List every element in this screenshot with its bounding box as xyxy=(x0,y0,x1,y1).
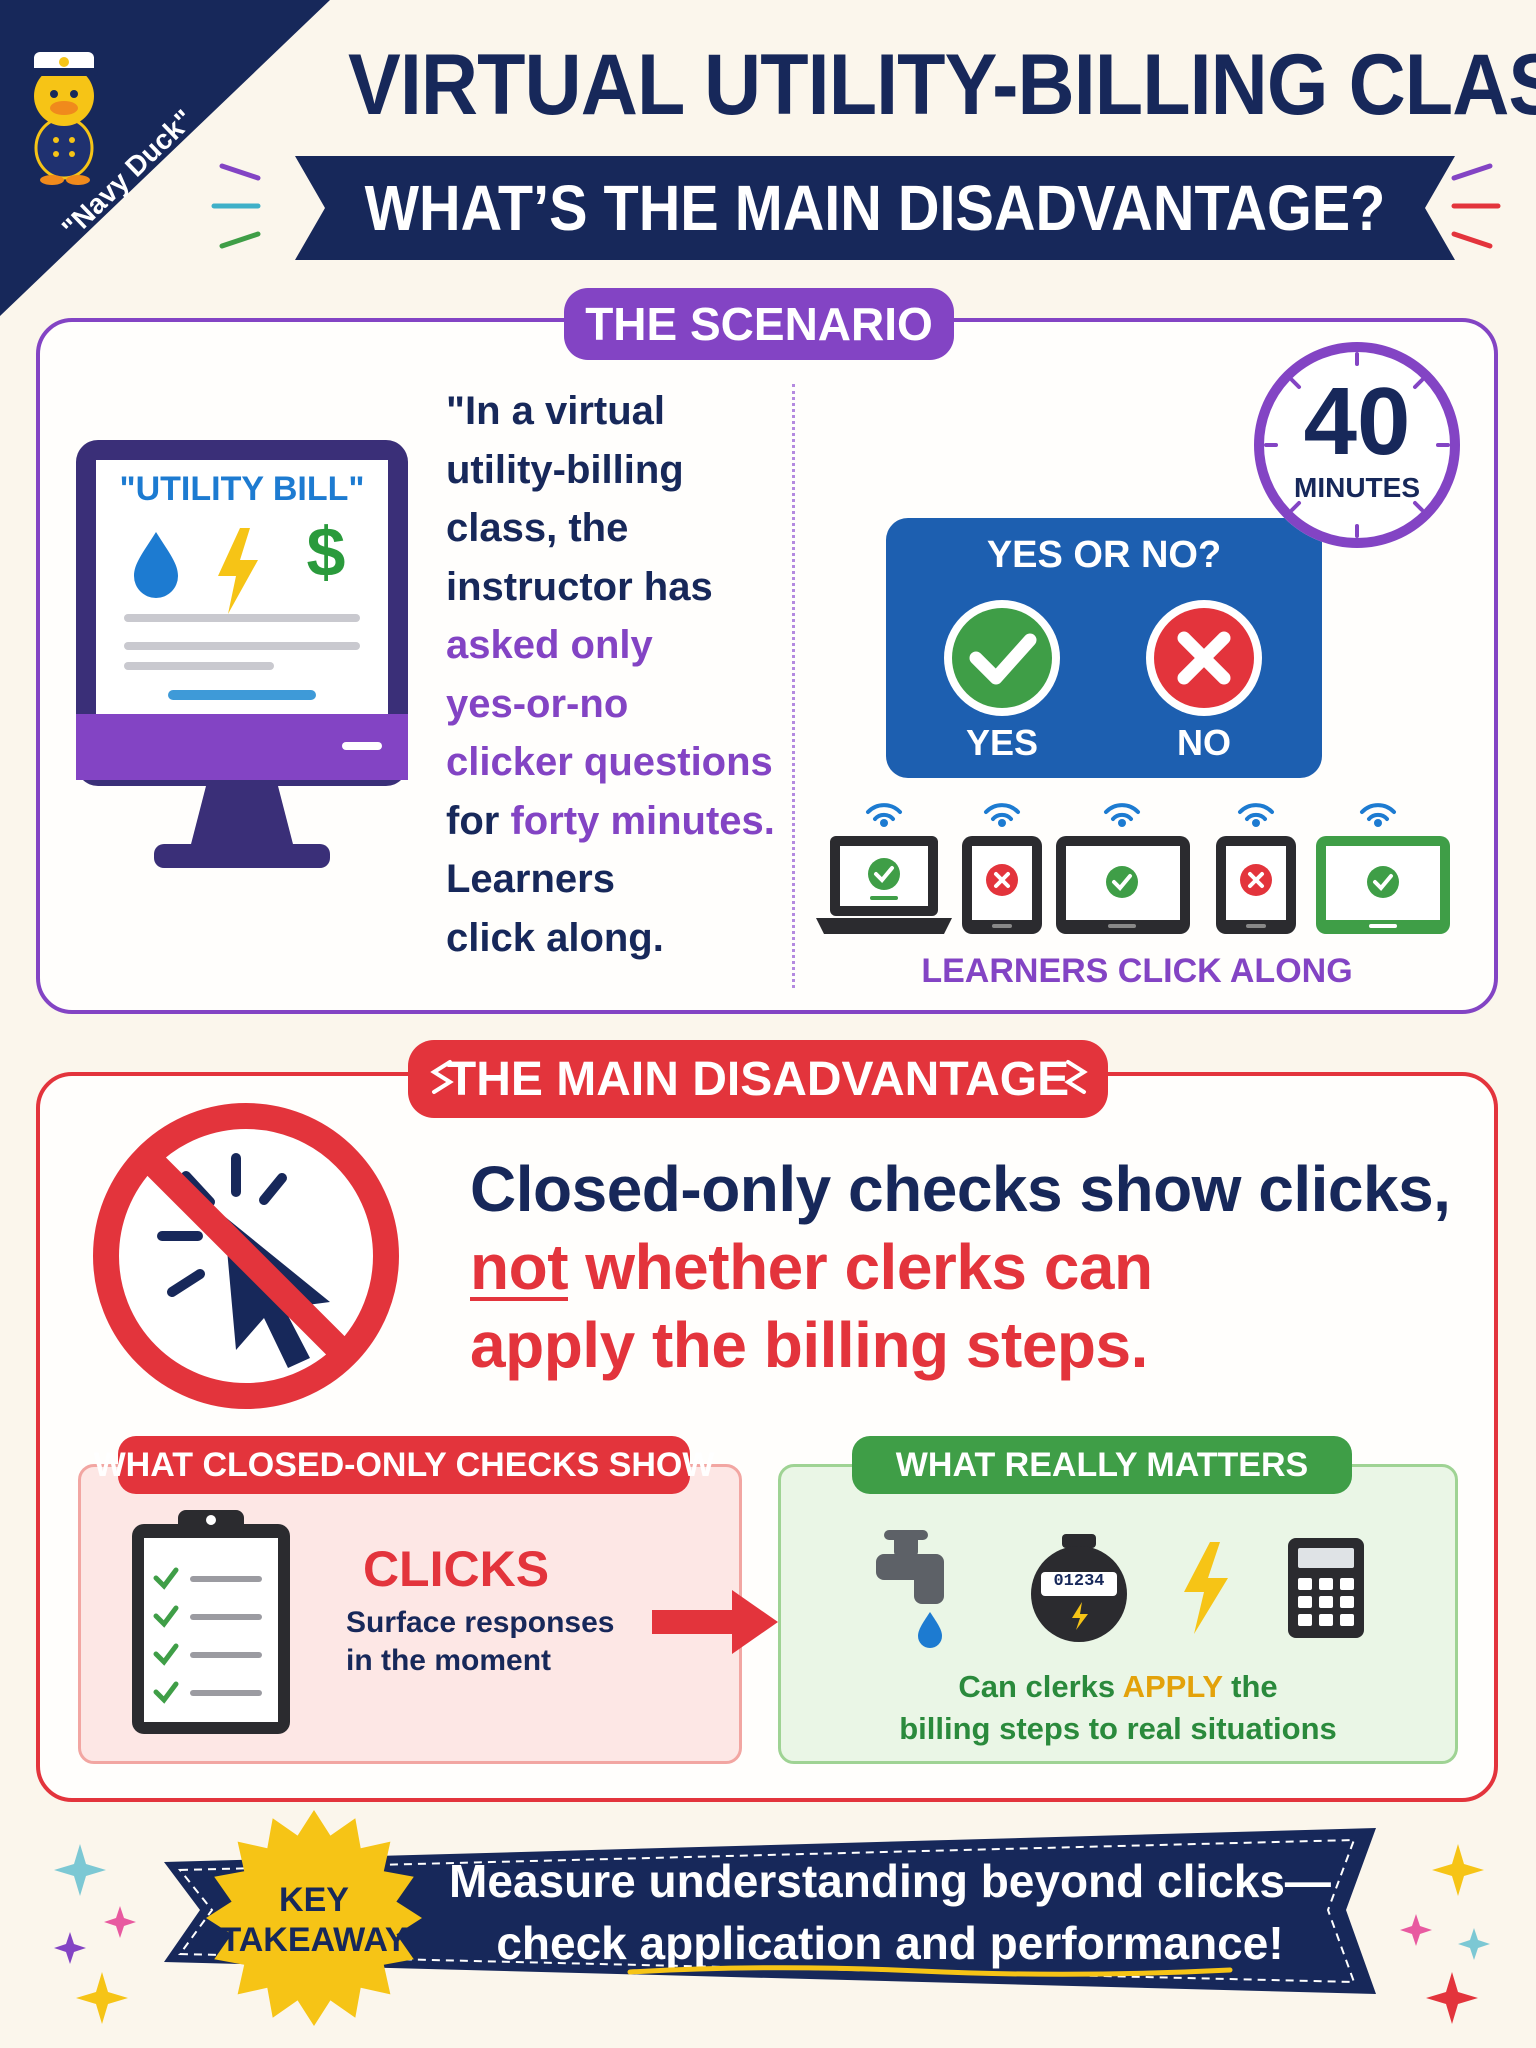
faucet-icon xyxy=(876,1530,944,1648)
takeaway-banner xyxy=(164,1828,1376,1994)
sparkles-left-icon xyxy=(54,1844,136,2024)
clicks-desc-line-1: Surface responses xyxy=(346,1606,615,1639)
closed-checks-label: WHAT CLOSED-ONLY CHECKS SHOW xyxy=(94,1436,714,1494)
clicks-heading: CLICKS xyxy=(362,1541,550,1597)
phone-device-icon xyxy=(962,836,1042,934)
really-matters-line-1: Can clerks APPLY the xyxy=(780,1666,1456,1708)
scenario-line-3: class, the xyxy=(446,506,629,550)
bill-label: "UTILITY BILL" xyxy=(119,470,365,508)
zigzag-right-icon xyxy=(1064,1060,1088,1094)
devices-caption: LEARNERS CLICK ALONG xyxy=(921,952,1353,990)
phone-device-icon-2 xyxy=(1216,836,1296,934)
takeaway-line-2: check application and performance! xyxy=(496,1917,1284,1969)
wifi-icon-2 xyxy=(984,803,1020,821)
statement-not: not xyxy=(470,1231,569,1303)
scenario-text: "In a virtual utility-billing class, the… xyxy=(446,382,782,967)
badge-line-2: TAKEAWAY xyxy=(220,1921,408,1959)
takeaway-line-1: Measure understanding beyond clicks— xyxy=(449,1855,1331,1907)
scenario-divider xyxy=(792,384,795,988)
dollar-icon: $ xyxy=(306,513,346,591)
learner-devices xyxy=(816,803,1450,934)
poll-title: YES OR NO? xyxy=(986,534,1222,576)
statement-line-2-rest: whether clerks can xyxy=(568,1231,1153,1303)
scenario-line-8: for forty minutes. xyxy=(446,792,782,851)
timer-icon xyxy=(1254,342,1460,548)
scenario-label: THE SCENARIO xyxy=(564,288,954,360)
utility-meter-icon xyxy=(1031,1534,1127,1642)
no-label: NO xyxy=(1177,722,1231,763)
takeaway-text: Measure understanding beyond clicks— che… xyxy=(430,1850,1350,1974)
timer-unit: MINUTES xyxy=(1294,472,1420,503)
statement-line-3: apply the billing steps. xyxy=(470,1309,1148,1381)
wifi-icon-1 xyxy=(866,803,902,821)
no-cross-icon xyxy=(1146,600,1262,716)
really-matters-accent: APPLY xyxy=(1122,1669,1223,1704)
scenario-line-9: Learners xyxy=(446,857,615,901)
water-drop-icon xyxy=(134,532,178,598)
key-takeaway-starburst xyxy=(206,1810,422,2026)
scenario-line-5: asked only xyxy=(446,623,653,667)
badge-line-1: KEY xyxy=(279,1881,349,1919)
really-matters-desc: Can clerks APPLY the billing steps to re… xyxy=(780,1666,1456,1750)
clipboard-checklist-icon xyxy=(132,1510,290,1734)
really-matters-line-2: billing steps to real situations xyxy=(899,1711,1337,1746)
monitor-icon xyxy=(76,440,408,868)
clicks-desc-line-2: in the moment xyxy=(346,1644,552,1677)
duck-mascot-icon xyxy=(30,52,98,185)
scenario-line-2: utility-billing xyxy=(446,447,684,492)
main-statement: Closed-only checks show clicks, not whet… xyxy=(470,1150,1490,1384)
wifi-icon-4 xyxy=(1238,803,1274,821)
disadvantage-label-pill xyxy=(408,1040,1108,1118)
sparkle-right-icon xyxy=(1451,163,1501,249)
scenario-line-10: click along. xyxy=(446,915,664,960)
laptop-device-icon xyxy=(816,836,952,934)
scenario-line-8-accent: forty minutes. xyxy=(510,798,775,843)
subtitle-text: WHAT’S THE MAIN DISADVANTAGE? xyxy=(364,172,1386,244)
scenario-line-7: clicker questions xyxy=(446,740,773,784)
page-title: VIRTUAL UTILITY-BILLING CLASS xyxy=(348,37,1536,133)
zigzag-left-icon xyxy=(430,1060,454,1094)
wifi-icon-5 xyxy=(1360,803,1396,821)
clicks-desc: Surface responses in the moment xyxy=(346,1604,615,1680)
statement-line-1: Closed-only checks show clicks, xyxy=(470,1153,1451,1225)
really-matters-suffix: the xyxy=(1222,1669,1278,1704)
scenario-line-8-prefix: for xyxy=(446,798,511,843)
corner-badge xyxy=(0,0,330,316)
sparkles-right-icon xyxy=(1400,1844,1490,2024)
calculator-icon xyxy=(1288,1538,1364,1638)
statement-line-2: not whether clerks can xyxy=(470,1228,1490,1306)
arrow-right-icon xyxy=(652,1590,778,1654)
scenario-line-1: "In a virtual xyxy=(446,389,666,433)
key-takeaway-badge: KEY TAKEAWAY xyxy=(202,1880,426,1960)
scenario-line-4: instructor has xyxy=(446,564,713,609)
subtitle-ribbon: WHAT’S THE MAIN DISADVANTAGE? xyxy=(285,150,1465,266)
scenario-line-6: yes-or-no xyxy=(446,681,629,726)
wifi-icon-3 xyxy=(1104,803,1140,821)
yes-label: YES xyxy=(965,722,1039,763)
tablet-device-icon xyxy=(1056,836,1190,934)
really-matters-prefix: Can clerks xyxy=(958,1669,1123,1704)
meter-reading: 01234 xyxy=(1053,1572,1105,1591)
lightning-icon xyxy=(218,528,258,614)
lightning-bolt-icon xyxy=(1184,1542,1228,1634)
takeaway-underline xyxy=(627,1965,1233,1977)
tablet-device-icon-2 xyxy=(1316,836,1450,934)
sparkle-left-icon xyxy=(211,163,261,249)
disadvantage-label: THE MAIN DISADVANTAGE xyxy=(446,1052,1070,1106)
no-click-icon xyxy=(93,1103,399,1409)
timer-value: 40 xyxy=(1303,368,1411,475)
really-matters-label: WHAT REALLY MATTERS xyxy=(852,1436,1352,1494)
yes-check-icon xyxy=(944,600,1060,716)
